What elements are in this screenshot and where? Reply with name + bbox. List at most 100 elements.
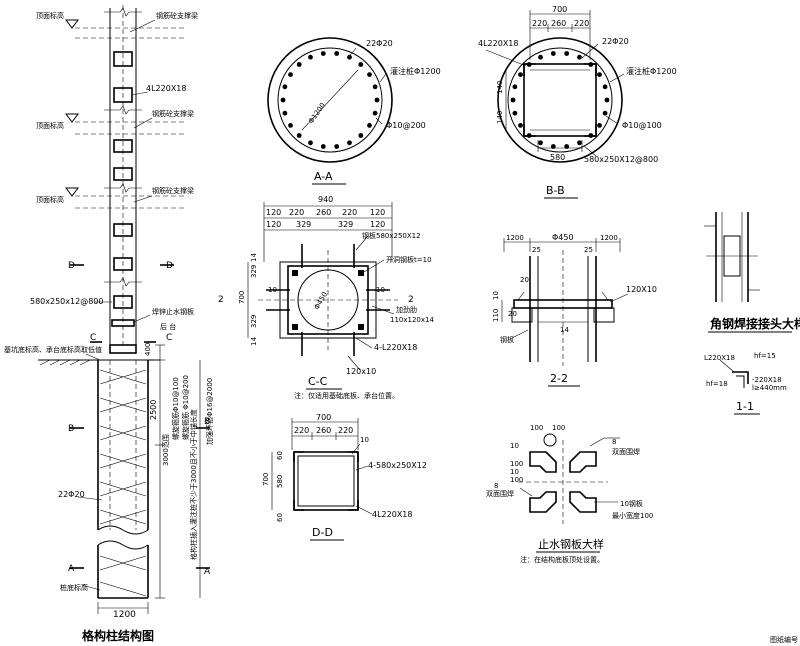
dim-400: 400 [144,343,152,356]
rebar-dot [320,144,326,149]
rebar-dot [282,110,288,116]
roof-level-label-1: 顶面标高 [36,11,64,20]
rebar-dot [347,54,352,60]
cc-side-14a: 14 [250,253,258,262]
rebar-dot [372,84,378,90]
rebar-dot [296,62,302,67]
aj-length: l≥440mm [752,384,787,392]
rebar-dot [538,140,543,146]
bb-tie-label: Φ10@100 [622,121,662,130]
cc-side-700: 700 [238,291,246,304]
dd-dim-0: 220 [294,426,309,435]
cc-mark-10b: 10 [376,286,385,294]
rebar-dot [518,72,523,77]
dd-dim-2: 220 [338,426,353,435]
section-label-d1: D [68,261,75,271]
aj-hf15: hf=15 [754,352,776,360]
base-level-label: 基坑底标高、承台底标高取低值 [4,345,102,354]
waterstop-label: 焊锌止水钢板 [152,307,194,316]
aj-section-title: 1-1 [736,400,754,413]
post-cast-label: 后 台 [160,322,176,331]
section-b-b: 700 220 260 220 140 140 580 4L220X18 22Φ… [478,5,677,199]
rebar-dot [367,72,372,77]
spiral-dense-label: 螺旋箍筋Φ10@100 [171,377,180,440]
ws-note: 注：在结构底板顶处设置。 [520,555,604,564]
roof-level-label-3: 顶面标高 [36,195,64,204]
cc-dim-r1-4: 120 [370,208,385,217]
rebar-dot [604,97,610,103]
s22-title: 2-2 [550,372,568,385]
bb-dim-260: 260 [551,19,566,28]
cc-note: 注：仅适用基础底板、承台位置。 [294,391,399,400]
bb-dim-140a: 140 [496,81,504,94]
s22-dim-14: 14 [560,326,569,334]
corner-note: 图纸编号 [770,635,798,644]
section-label-b1: B [68,424,74,434]
rebar-dot [282,84,288,90]
section-a-a: 22Φ20 灌注桩Φ1200 Φ10@200 Φ1200 A-A [267,37,441,185]
bb-plate-label: 580x250X12@800 [584,155,658,164]
s22-dim-110: 110 [492,309,500,322]
rebar-dot [597,123,602,128]
rebar-dot [577,54,582,60]
rebar-dot [358,133,364,138]
aj-l220: L220X18 [704,354,735,362]
cc-dim-r1-0: 120 [266,208,281,217]
plate-spec-label: 580x250x12@800 [30,297,103,306]
rebar-22-label: 22Φ20 [58,490,85,499]
cc-dia: Φ450 [313,291,329,311]
section-label-b2: B [204,417,210,427]
dd-mark-10: 10 [360,436,369,444]
ws-weld1-label: 双面围焊 [612,447,640,456]
dd-plate-label: 4-580x250X12 [368,461,427,470]
rebar-dot [320,51,326,56]
dim-3000-range: 3000范围 [161,434,170,466]
ws-dim-10a: 10 [510,442,519,450]
rebar-dot [308,140,313,146]
cc-mark-2a: 2 [218,295,224,305]
ws-dim-10b: 10 [510,468,519,476]
aj-plate: -220X18 [752,376,782,384]
cc-rib-label: 加劲肋 [396,305,417,314]
rebar-ring-aa [280,51,380,149]
cc-side-14b: 14 [250,337,258,346]
ws-title: 止水钢板大样 [538,537,604,551]
dd-side-60b: 60 [276,513,284,522]
waterstop-plate-detail: 100 100 10 100 10 100 8 双面围焊 8 双面围焊 10钢板… [486,424,653,564]
stiffener-label: 加强环箍Φ16@2000 [205,378,214,445]
bb-dim-220a: 220 [532,19,547,28]
cc-side-329a: 329 [250,265,258,278]
cc-plate-label: 钢板580x250X12 [362,231,421,240]
s22-plate-label: 120X10 [626,285,657,294]
aa-pile-label: 灌注桩Φ1200 [390,66,441,76]
dd-side-580: 580 [276,475,284,488]
cc-angle-label: 4-L220X18 [374,343,417,352]
rebar-dot [512,84,518,90]
rebar-dot [288,123,293,128]
dd-side-700: 700 [262,473,270,486]
cc-dim-r2-1: 329 [296,220,311,229]
cc-dim-r1-3: 220 [342,208,357,217]
ws-dim-100c: 100 [510,460,523,468]
pile-bottom-label: 桩底标高 [60,583,88,592]
section-label-a2: A [204,567,211,577]
rebar-dot [296,133,302,138]
rebar-dot [512,110,518,116]
section-label-d2: D [166,261,173,271]
dd-dim-700: 700 [316,413,331,422]
dd-dim-1: 260 [316,426,331,435]
ws-dim-100a: 100 [530,424,543,432]
rebar-dot [372,110,378,116]
spiral-normal-label: 螺旋箍筋 Φ10@200 [181,375,190,440]
section-2-2: 1200 Φ450 1200 25 25 10 110 20 20 14 120… [492,233,657,387]
brace-label-2: 钢筋砼支撑梁 [152,109,194,118]
rebar-dot [358,62,364,67]
rebar-dot [602,84,608,90]
rebar-dot [602,110,608,116]
cc-dim-r1-1: 220 [289,208,304,217]
dd-title: D-D [312,526,333,539]
bb-dim-140b: 140 [496,111,504,124]
ws-min-width: 最小宽度100 [612,511,653,520]
